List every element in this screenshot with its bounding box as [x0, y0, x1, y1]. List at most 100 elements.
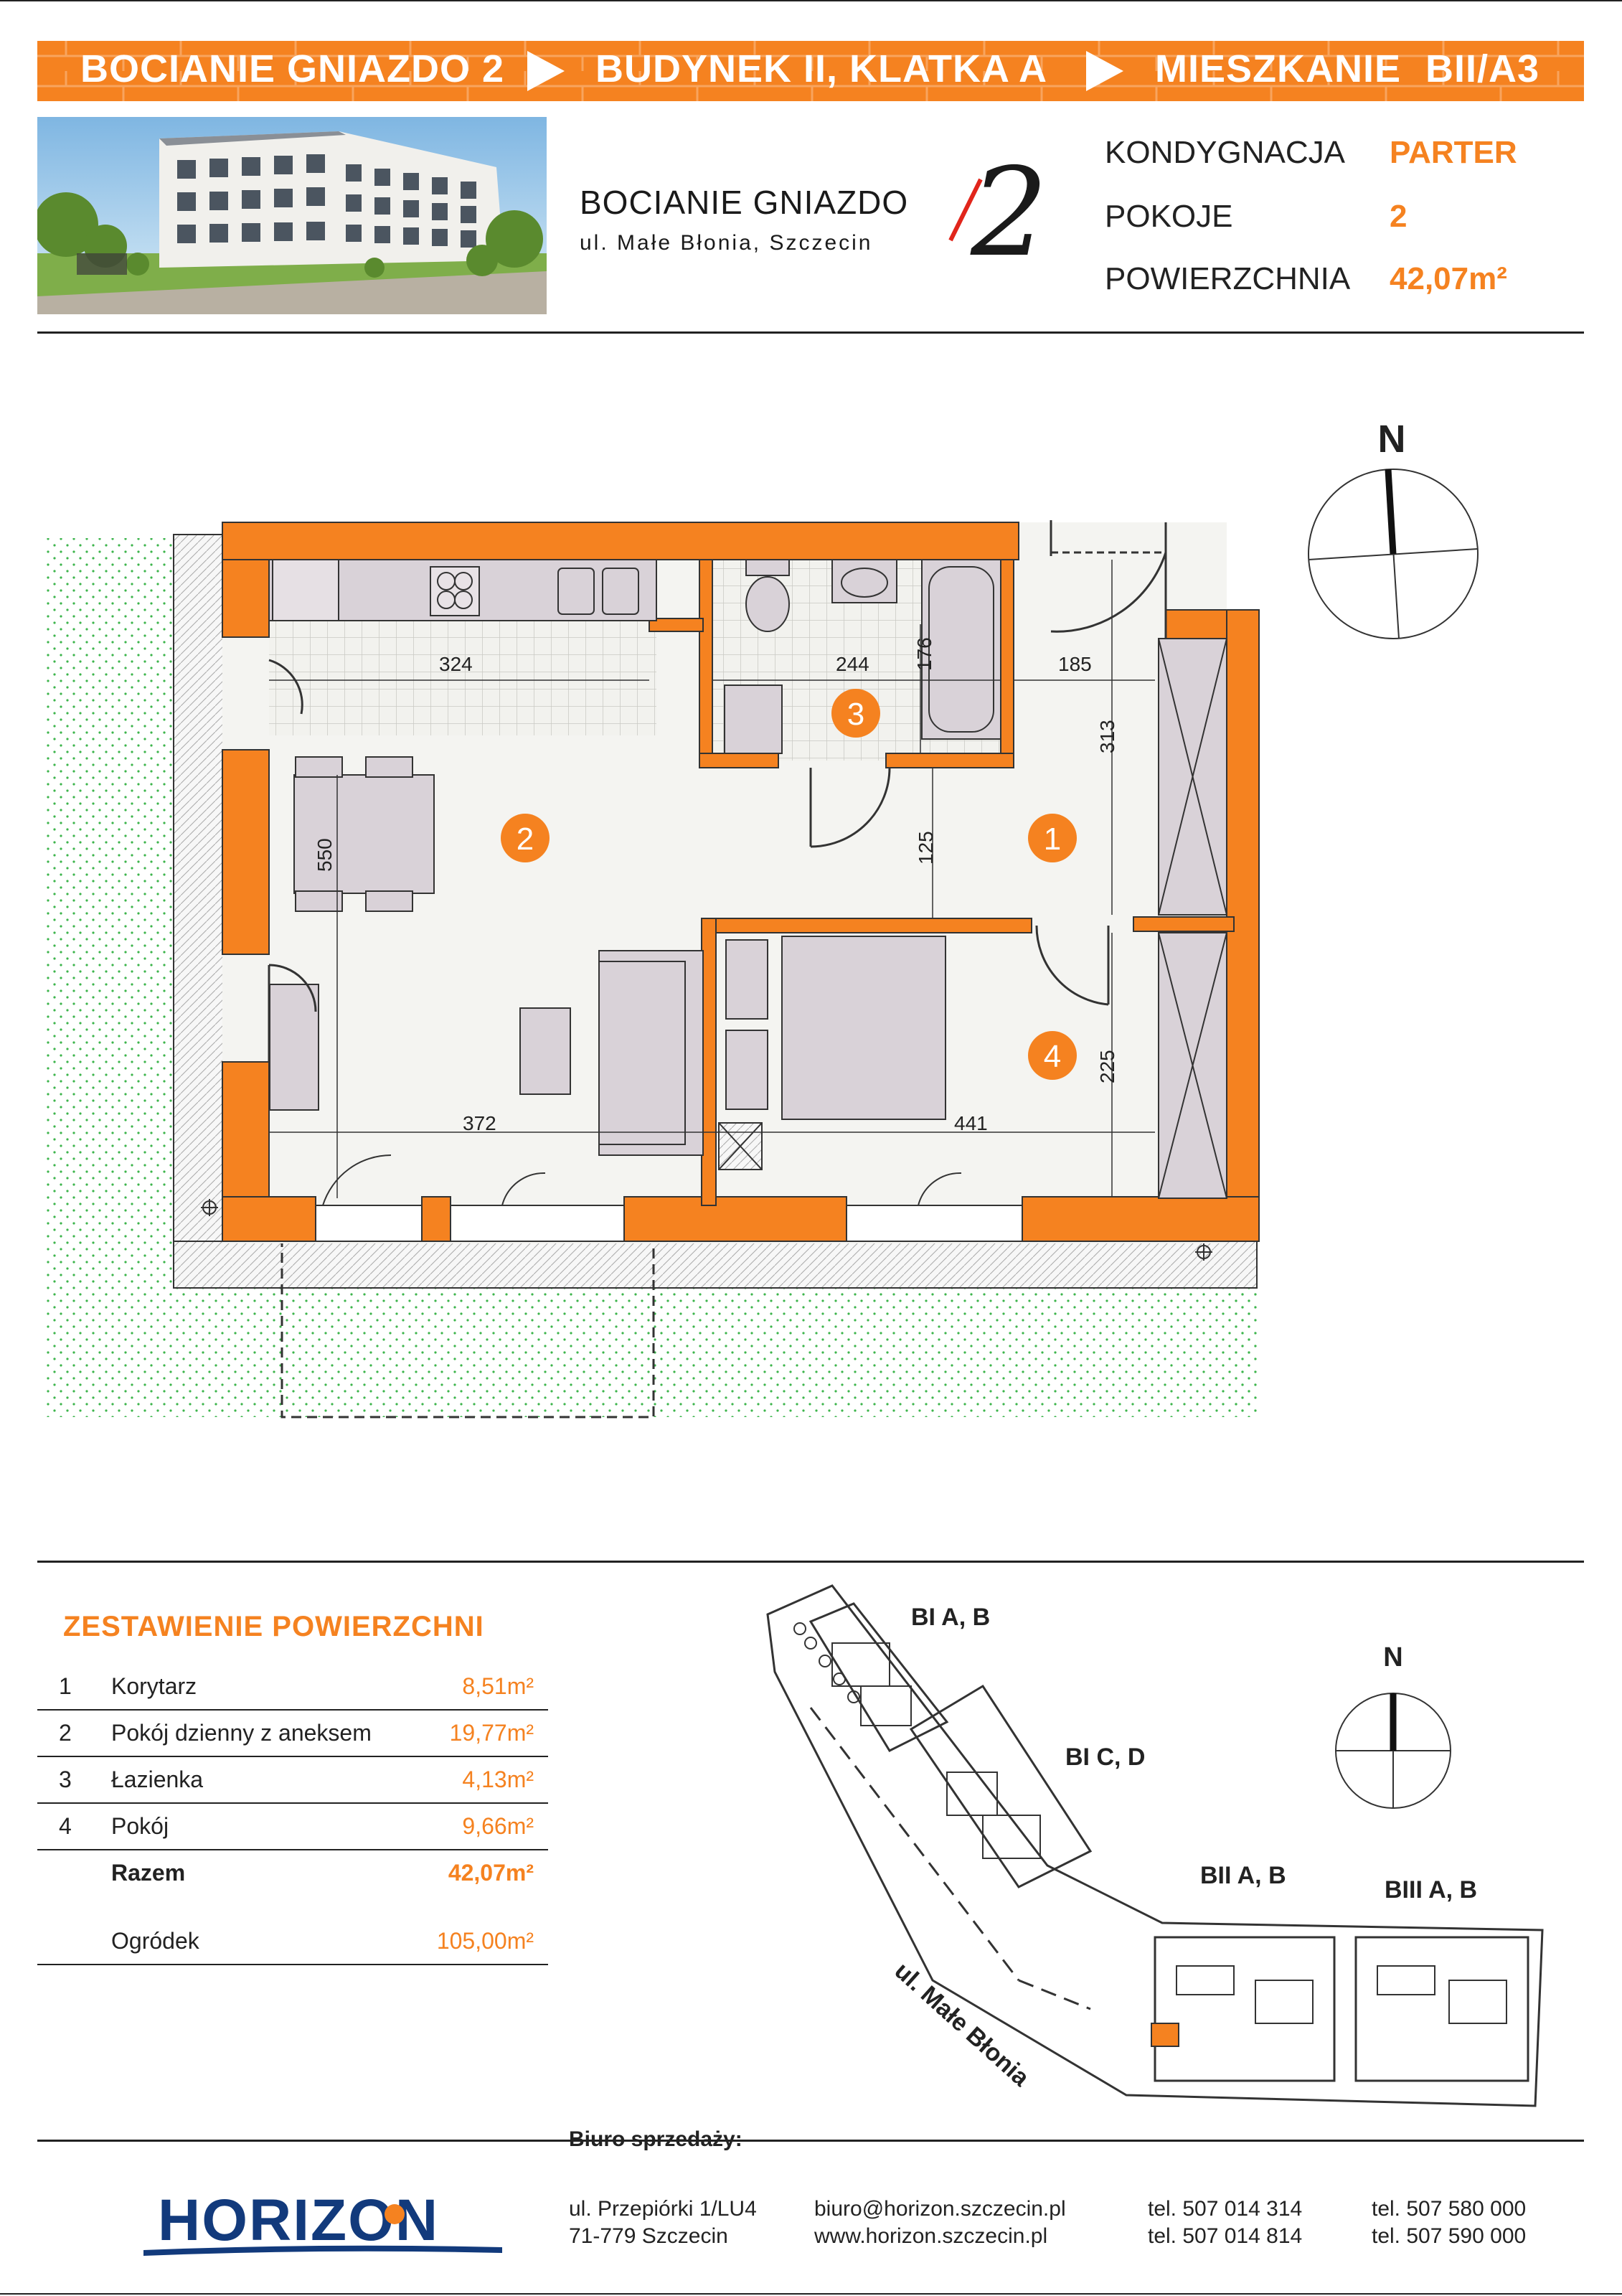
- floor-label: KONDYGNACJA: [1105, 135, 1345, 170]
- summary-row: 1 Korytarz 8,51m²: [37, 1663, 548, 1711]
- site-compass-icon: N: [1335, 1642, 1451, 1809]
- site-label-bi-cd: BI C, D: [1065, 1744, 1145, 1771]
- summary-row-num: 2: [59, 1720, 72, 1746]
- site-inner-lines: [793, 1622, 1507, 2024]
- phone-2[interactable]: tel. 507 014 814: [1148, 2224, 1303, 2248]
- rooms-value: 2: [1390, 199, 1408, 234]
- summary-garden-area: 105,00m²: [436, 1928, 534, 1954]
- living-furniture: [269, 950, 704, 1156]
- dimension-lines: [269, 560, 1155, 1198]
- summary-title: ZESTAWIENIE POWIERZCHNI: [63, 1611, 484, 1642]
- site-compass-n-label: N: [1383, 1642, 1402, 1672]
- footer-divider: [37, 2140, 1584, 2142]
- survey-marker-icon: [201, 1199, 1212, 1261]
- phone-3[interactable]: tel. 507 580 000: [1372, 2197, 1527, 2221]
- summary-garden-row: Ogródek 105,00m²: [37, 1918, 548, 1965]
- room-marker-3: 3: [847, 697, 864, 732]
- office-address-2: 71-779 Szczecin: [569, 2224, 728, 2248]
- dim-kitchen-width: 324: [439, 653, 473, 675]
- dim-bath-depth: 176: [913, 637, 935, 671]
- bedroom-door: [1035, 925, 1110, 1006]
- north-compass-icon: N: [1308, 418, 1479, 639]
- building-render-image: [37, 117, 547, 314]
- dim-hall-depth: 313: [1096, 720, 1118, 753]
- room-marker-2: 2: [517, 822, 534, 857]
- wardrobes: [1158, 638, 1227, 1199]
- compass-n-label: N: [1378, 418, 1406, 461]
- summary-total-label: Razem: [111, 1860, 186, 1886]
- summary-row-num: 1: [59, 1673, 72, 1699]
- rooms-label: POKOJE: [1105, 199, 1233, 234]
- brand-name: BOCIANIE GNIAZDO: [580, 184, 909, 221]
- dim-living-width: 372: [463, 1112, 496, 1134]
- summary-row: 2 Pokój dzienny z aneksem 19,77m²: [37, 1710, 548, 1757]
- summary-row: 4 Pokój 9,66m²: [37, 1803, 548, 1850]
- dining-table: [293, 756, 435, 912]
- banner-apartment-code: BII/A3: [1425, 47, 1540, 90]
- summary-row-num: 4: [59, 1813, 72, 1839]
- bathroom-fixtures: [724, 559, 1001, 754]
- brand-numeral: 2: [970, 151, 1048, 265]
- room-marker-1: 1: [1044, 822, 1061, 857]
- site-label-bii-ab: BII A, B: [1200, 1862, 1286, 1889]
- terrace-edge: [173, 534, 225, 1289]
- header-divider: [37, 331, 1584, 334]
- balcony-door-left: [268, 659, 317, 1062]
- title-banner: BOCIANIE GNIAZDO 2 BUDYNEK II, KLATKA A …: [37, 41, 1584, 101]
- summary-row-name: Korytarz: [111, 1673, 197, 1699]
- summary-total-area: 42,07m²: [448, 1860, 534, 1886]
- kitchen-tiles: [269, 621, 656, 735]
- horizon-logo: HORIZON: [143, 2181, 502, 2264]
- floor-plan: 324 244 185 176 313 550 125 225 372 441 …: [0, 402, 1622, 1439]
- apartment-location-marker: [1151, 2023, 1179, 2047]
- terrace-strip: [173, 1241, 1258, 1289]
- office-title: Biuro sprzedaży:: [569, 2127, 742, 2151]
- bathroom-door: [809, 767, 891, 848]
- room-marker-4: 4: [1044, 1039, 1061, 1074]
- area-value: 42,07m²: [1390, 261, 1507, 296]
- top-border: [0, 0, 1622, 1]
- sun-icon: [385, 2204, 405, 2224]
- entrance-door: [1050, 520, 1167, 639]
- bedroom-bed: [718, 936, 946, 1170]
- banner-apartment-label: MIESZKANIE: [1155, 47, 1402, 90]
- section-divider: [37, 1561, 1584, 1563]
- summary-row-area: 4,13m²: [462, 1766, 534, 1792]
- summary-row-area: 8,51m²: [462, 1673, 534, 1699]
- website-link[interactable]: www.horizon.szczecin.pl: [814, 2224, 1048, 2248]
- dim-living-depth: 550: [313, 838, 336, 872]
- site-map: BI A, B BI C, D BII A, B BIII A, B ul. M…: [717, 1578, 1578, 2127]
- phone-1[interactable]: tel. 507 014 314: [1148, 2197, 1303, 2221]
- summary-total-row: Razem 42,07m²: [37, 1850, 548, 1896]
- dim-hall-width: 185: [1058, 653, 1092, 675]
- kitchen-counter: [268, 559, 657, 621]
- summary-row-area: 19,77m²: [449, 1720, 534, 1746]
- brand-logo-mark: 2: [936, 142, 1058, 284]
- office-address-1: ul. Przepiórki 1/LU4: [569, 2197, 757, 2221]
- email-link[interactable]: biuro@horizon.szczecin.pl: [814, 2197, 1066, 2221]
- stork-icon: 2: [948, 142, 1048, 284]
- bottom-border: [0, 2293, 1622, 2295]
- dim-bedroom-depth: 225: [1096, 1050, 1118, 1083]
- banner-arrow-1-icon: [527, 51, 565, 91]
- site-building-outlines: [766, 1584, 1544, 2107]
- phone-4[interactable]: tel. 507 590 000: [1372, 2224, 1527, 2248]
- dim-bath-width: 244: [836, 653, 869, 675]
- banner-building: BUDYNEK II, KLATKA A: [595, 47, 1047, 90]
- partition-walls: [649, 559, 1235, 1206]
- summary-row: 3 Łazienka 4,13m²: [37, 1756, 548, 1804]
- dim-corridor: 125: [915, 831, 937, 865]
- summary-row-name: Pokój dzienny z aneksem: [111, 1720, 372, 1746]
- summary-row-area: 9,66m²: [462, 1813, 534, 1839]
- site-label-bi-ab: BI A, B: [911, 1604, 990, 1631]
- area-label: POWIERZCHNIA: [1105, 261, 1351, 296]
- banner-arrow-2-icon: [1086, 51, 1123, 91]
- summary-garden-label: Ogródek: [111, 1928, 199, 1954]
- room-markers: 1 2 3 4: [501, 689, 1077, 1080]
- brand-address: ul. Małe Błonia, Szczecin: [580, 231, 873, 255]
- summary-row-name: Pokój: [111, 1813, 169, 1839]
- floor-value: PARTER: [1390, 135, 1517, 170]
- summary-row-num: 3: [59, 1766, 72, 1792]
- site-label-biii-ab: BIII A, B: [1385, 1876, 1477, 1904]
- windows: [315, 1154, 1023, 1242]
